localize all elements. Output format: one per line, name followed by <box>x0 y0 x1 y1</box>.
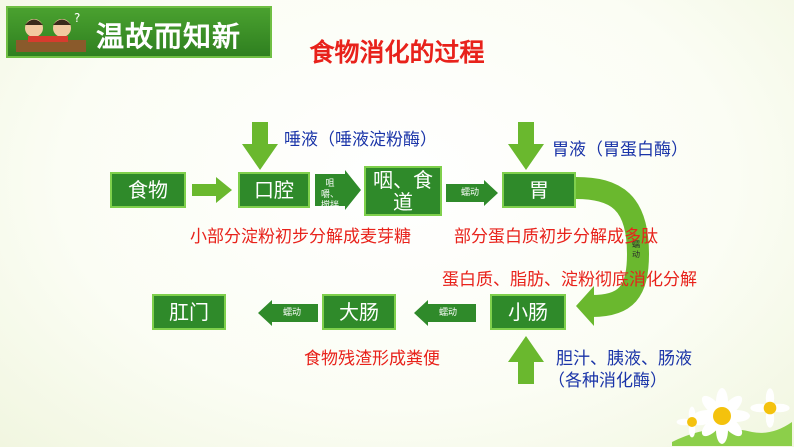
node-stomach: 胃 <box>502 172 576 208</box>
bile-label-line1: 胆汁、胰液、肠液 <box>556 349 692 369</box>
peristalsis-label-1: 蠕动 <box>460 188 479 198</box>
saliva-down-arrow <box>242 122 278 170</box>
node-food: 食物 <box>110 172 186 208</box>
food-to-mouth-arrow <box>192 177 232 203</box>
daisy-flowers-icon <box>672 388 792 446</box>
large-to-anus-arrow <box>258 300 318 326</box>
page-title: 食物消化的过程 <box>309 38 485 67</box>
svg-text:?: ? <box>74 11 80 25</box>
node-small-intestine: 小肠 <box>490 294 566 330</box>
gastric-down-arrow <box>508 122 544 170</box>
large-intestine-note: 食物残渣形成粪便 <box>304 349 440 369</box>
mouth-note: 小部分淀粉初步分解成麦芽糖 <box>190 227 411 247</box>
peristalsis-label-4: 蠕动 <box>438 308 457 318</box>
chew-label: 咀嚼、搅拌 <box>320 179 339 211</box>
node-anus: 肛门 <box>152 294 226 330</box>
students-reading-icon: ? <box>16 11 86 52</box>
node-large-intestine: 大肠 <box>322 294 396 330</box>
mouth-to-pharynx-arrow <box>315 170 361 210</box>
pharynx-to-stomach-arrow <box>446 180 498 206</box>
small-to-large-arrow <box>414 300 476 326</box>
bile-up-arrow <box>508 336 544 384</box>
bile-label-line2: （各种消化酶） <box>548 371 667 391</box>
stomach-to-small-intestine-curved-arrow <box>575 177 650 326</box>
small-intestine-note: 蛋白质、脂肪、淀粉彻底消化分解 <box>442 270 697 290</box>
stomach-note: 部分蛋白质初步分解成多肽 <box>454 227 658 247</box>
peristalsis-label-3: 蠕动 <box>282 308 301 318</box>
gastric-label: 胃液（胃蛋白酶） <box>552 140 688 160</box>
node-mouth: 口腔 <box>238 172 310 208</box>
header-title: 温故而知新 <box>96 20 242 53</box>
saliva-label: 唾液（唾液淀粉酶） <box>284 130 437 150</box>
header-banner: ? 温故而知新 <box>6 6 272 58</box>
node-pharynx: 咽、食道 <box>364 166 442 216</box>
peristalsis-label-2: 蠕动 <box>632 240 640 259</box>
